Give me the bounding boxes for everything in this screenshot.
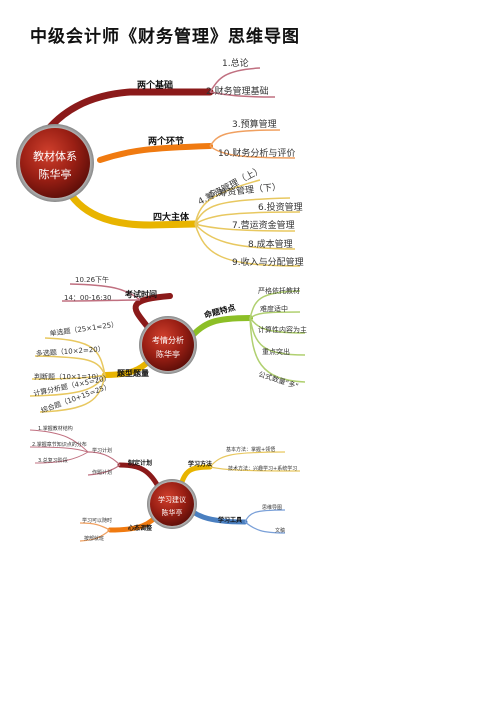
m3-sub-1-1 bbox=[87, 451, 121, 466]
leaf-1-2[interactable]: 2.财务管理基础 bbox=[206, 85, 269, 97]
mind-map-3: 学习建议 陈华亭 制定计划 学习方法 学习工具 心态调整 学习计划 作题计划 1… bbox=[29, 425, 301, 542]
m3-sub-3-1 bbox=[244, 509, 286, 523]
m3-sub-1-sub-3 bbox=[34, 451, 89, 464]
m3-leaf-1-sub-3[interactable]: 3.总复习阶段 bbox=[38, 457, 68, 464]
m2-leaf-2-1[interactable]: 严格依托教材 bbox=[258, 286, 300, 295]
m2-leaf-3-1[interactable]: 单选题（25×1=25） bbox=[49, 319, 119, 338]
page-title: 中级会计师《财务管理》思维导图 bbox=[30, 27, 300, 47]
m3-leaf-2-1[interactable]: 基本方法：掌握+领悟 bbox=[226, 446, 275, 453]
m3-sub-1-sub-2 bbox=[29, 446, 89, 453]
sub-line-2-1 bbox=[209, 129, 281, 147]
m3-branch-label-3[interactable]: 学习工具 bbox=[218, 516, 242, 524]
sub-line-2-2 bbox=[209, 145, 296, 159]
branch-label-3[interactable]: 四大主体 bbox=[153, 211, 190, 223]
m2-leaf-2-4[interactable]: 重点突出 bbox=[262, 347, 290, 356]
sub-line-3-5 bbox=[194, 223, 296, 250]
hub-2-line-2: 陈华亭 bbox=[156, 349, 180, 359]
m2-sub-2-5 bbox=[249, 317, 306, 383]
m2-sub-1-2 bbox=[61, 299, 141, 302]
hub-3-line-2: 陈华亭 bbox=[162, 508, 183, 517]
m3-sub-1-sub-1 bbox=[29, 429, 89, 453]
m3-leaf-2-2[interactable]: 技术方法：兴趣学习+系统学习 bbox=[228, 465, 297, 472]
sub-line-3-1 bbox=[194, 179, 261, 225]
leaf-3-3[interactable]: 6.投资管理 bbox=[258, 201, 303, 213]
hub-1[interactable] bbox=[20, 128, 90, 198]
leaf-1-1[interactable]: 1.总论 bbox=[222, 57, 249, 69]
m2-branch-line-2 bbox=[187, 315, 253, 341]
m2-sub-3-4 bbox=[29, 374, 106, 397]
m2-leaf-1-1[interactable]: 10.26下午 bbox=[75, 275, 109, 284]
m2-sub-3-1 bbox=[44, 337, 106, 376]
m3-sub-4-1 bbox=[79, 522, 111, 531]
m3-sub-2-1 bbox=[209, 451, 286, 468]
m2-sub-1-1 bbox=[69, 283, 141, 301]
m2-sub-2-1 bbox=[249, 290, 301, 319]
sub-line-3-2 bbox=[194, 197, 291, 225]
mind-map-2: 考情分析 陈华亭 考试时间 命题特点 题型题量 10.26下午 14：00-16… bbox=[29, 275, 307, 415]
m3-sub-4-2 bbox=[79, 529, 111, 542]
hub-1-line-1: 教材体系 bbox=[33, 149, 77, 163]
m3-branch-line-1 bbox=[117, 462, 163, 493]
branch-label-1[interactable]: 两个基础 bbox=[137, 79, 173, 91]
m3-sub-1-2 bbox=[87, 464, 121, 476]
m3-branch-label-2[interactable]: 学习方法 bbox=[188, 460, 212, 468]
m3-sub-2-2 bbox=[209, 466, 301, 472]
m3-leaf-4-1[interactable]: 学习可以随时 bbox=[82, 517, 112, 524]
m2-leaf-2-5[interactable]: 公式数量"多" bbox=[257, 369, 299, 390]
m2-leaf-3-2[interactable]: 多选题（10×2=20） bbox=[36, 344, 105, 358]
m2-branch-label-3[interactable]: 题型题量 bbox=[116, 368, 149, 378]
sub-line-3-3 bbox=[194, 211, 301, 225]
mind-map-1: 教材体系 陈华亭 两个基础 两个环节 四大主体 1.总论 2.财务管理基础 3.… bbox=[16, 57, 304, 268]
m3-leaf-1-sub-2[interactable]: 2.掌握章节知识点的分布 bbox=[32, 441, 87, 448]
m3-leaf-3-1[interactable]: 思维导图 bbox=[262, 504, 282, 511]
hub-2[interactable] bbox=[142, 319, 194, 371]
sub-line-3-6 bbox=[194, 223, 301, 267]
m2-sub-2-4 bbox=[249, 317, 306, 356]
m3-branch-label-4[interactable]: 心态调整 bbox=[128, 524, 153, 532]
m2-sub-2-2 bbox=[249, 311, 301, 319]
leaf-2-1[interactable]: 3.预算管理 bbox=[232, 118, 277, 130]
m2-branch-line-1 bbox=[132, 293, 173, 333]
m2-leaf-3-3[interactable]: 判断题（10×1=10） bbox=[34, 372, 103, 381]
sub-line-1-2 bbox=[209, 91, 276, 98]
m2-sub-3-5 bbox=[39, 374, 106, 413]
m2-leaf-1-2[interactable]: 14：00-16:30 bbox=[64, 294, 112, 302]
m2-leaf-2-2[interactable]: 难度适中 bbox=[260, 304, 288, 313]
leaf-3-6[interactable]: 9.收入与分配管理 bbox=[232, 256, 304, 268]
hub-3[interactable] bbox=[150, 482, 194, 526]
m3-leaf-1-2[interactable]: 作题计划 bbox=[92, 469, 112, 476]
m3-sub-3-2 bbox=[244, 521, 286, 534]
m2-branch-label-1[interactable]: 考试时间 bbox=[125, 289, 157, 299]
hub-1-line-2: 陈华亭 bbox=[39, 167, 72, 181]
sub-line-1-1 bbox=[209, 67, 261, 93]
m3-leaf-1-sub-1[interactable]: 1.掌握教材结构 bbox=[38, 425, 73, 432]
m2-sub-2-3 bbox=[249, 317, 306, 334]
m3-leaf-3-2[interactable]: 文稿 bbox=[275, 527, 285, 534]
m2-sub-3-3 bbox=[31, 374, 106, 380]
m3-leaf-1-1[interactable]: 学习计划 bbox=[92, 447, 112, 454]
m2-leaf-2-3[interactable]: 计算性内容为主 bbox=[258, 325, 307, 334]
m2-sub-3-2 bbox=[34, 355, 106, 376]
hub-2-line-1: 考情分析 bbox=[152, 335, 184, 345]
m3-leaf-4-2[interactable]: 按部就班 bbox=[84, 535, 104, 542]
leaf-2-2[interactable]: 10.财务分析与评价 bbox=[218, 147, 295, 159]
hub-3-line-1: 学习建议 bbox=[158, 495, 186, 504]
sub-line-3-4 bbox=[194, 223, 296, 232]
branch-line-2 bbox=[97, 143, 213, 163]
leaf-3-4[interactable]: 7.营运资金管理 bbox=[232, 219, 295, 231]
leaf-3-5[interactable]: 8.成本管理 bbox=[248, 238, 293, 250]
branch-label-2[interactable]: 两个环节 bbox=[148, 135, 184, 147]
m3-branch-label-1[interactable]: 制定计划 bbox=[128, 459, 152, 467]
